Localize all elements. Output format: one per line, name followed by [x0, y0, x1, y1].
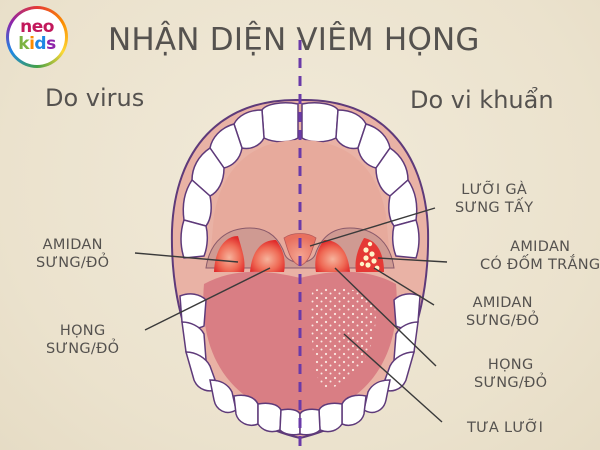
column-heading-bacteria: Do vi khuẩn	[410, 86, 554, 114]
left-tonsil-virus	[214, 236, 245, 272]
label-bacteria-white-spots: AMIDAN CÓ ĐỐM TRẮNG	[480, 239, 600, 273]
column-heading-virus: Do virus	[45, 84, 145, 112]
logo-text-kids: kids	[18, 34, 56, 54]
pointer-lines	[134, 207, 448, 423]
label-bacteria-uvula: LƯỠI GÀ SƯNG TẤY	[455, 182, 534, 216]
label-bacteria-amidan: AMIDAN SƯNG/ĐỎ	[466, 295, 540, 329]
page-title: NHẬN DIỆN VIÊM HỌNG	[108, 22, 480, 58]
right-pillar-tonsil	[315, 240, 350, 272]
upper-teeth	[180, 102, 420, 259]
label-bacteria-throat: HỌNG SƯNG/ĐỎ	[474, 357, 548, 391]
neokids-logo: neo kids	[6, 6, 68, 68]
uvula	[283, 233, 317, 267]
left-pillar-tonsil	[250, 240, 285, 272]
label-virus-throat: HỌNG SƯNG/ĐỎ	[46, 323, 120, 357]
logo-text-neo: neo	[20, 17, 54, 37]
tongue-coating	[311, 288, 377, 389]
label-virus-amidan: AMIDAN SƯNG/ĐỎ	[36, 237, 110, 271]
label-bacteria-coated-tongue: TƯA LƯỠI	[467, 420, 544, 436]
white-spots	[359, 241, 380, 271]
